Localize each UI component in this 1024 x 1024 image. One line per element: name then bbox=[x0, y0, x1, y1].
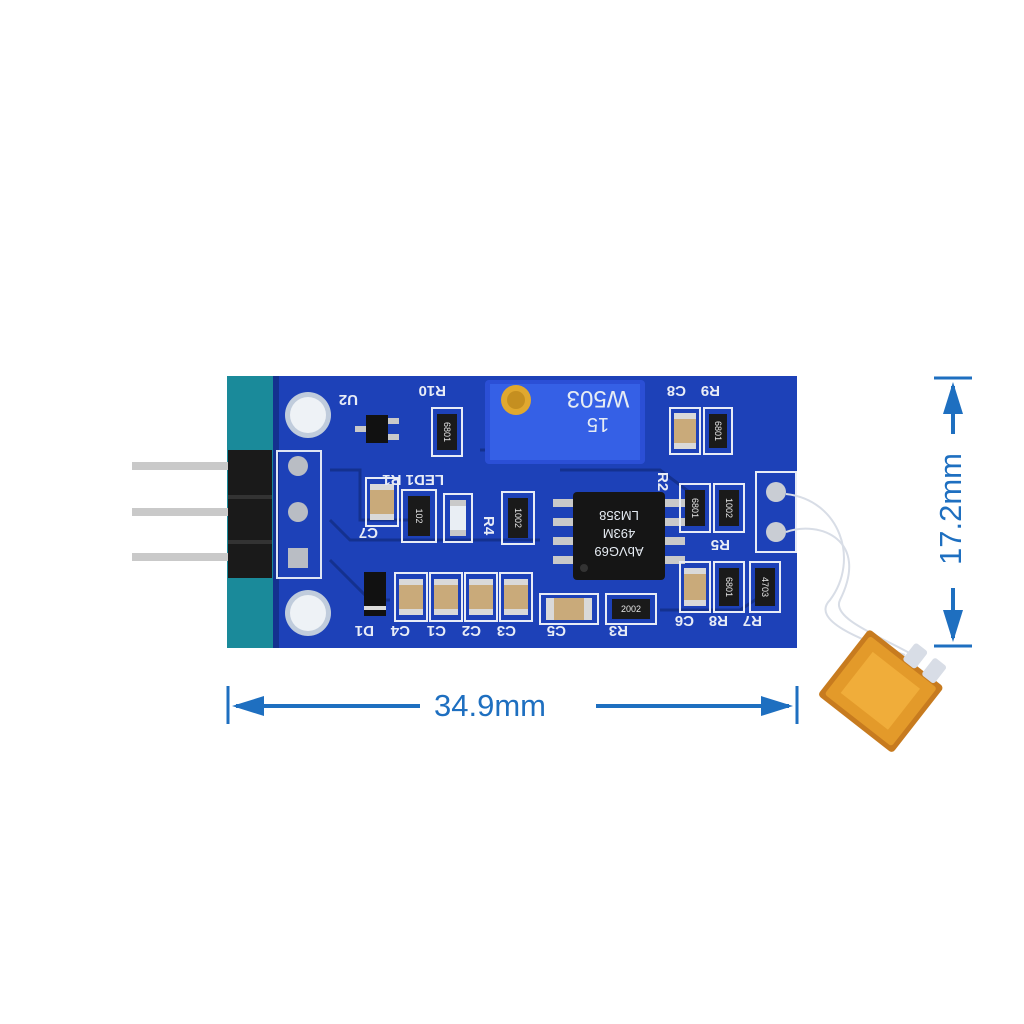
label-c3: C3 bbox=[497, 622, 516, 639]
ic-marking-line2: 493M bbox=[603, 526, 636, 541]
transistor-u2 bbox=[355, 415, 399, 443]
r1-code: 102 bbox=[414, 508, 424, 523]
label-c7: C7 bbox=[359, 524, 378, 541]
height-dimension-label: 17.2mm bbox=[933, 453, 969, 565]
label-r4: R4 bbox=[480, 516, 497, 536]
r5-code: 1002 bbox=[724, 498, 734, 518]
resistor-r9 bbox=[703, 407, 733, 455]
label-c2: C2 bbox=[462, 622, 481, 639]
trimpot-sub-marking: 15 bbox=[587, 413, 609, 435]
capacitor-c3 bbox=[499, 572, 533, 622]
label-r7: R7 bbox=[743, 612, 762, 629]
r10-code: 6801 bbox=[442, 422, 452, 442]
resistor-r10 bbox=[431, 407, 463, 457]
pin-header bbox=[132, 450, 322, 579]
width-dimension-label: 34.9mm bbox=[420, 688, 560, 724]
resistor-r7 bbox=[749, 561, 781, 613]
resistor-r3 bbox=[605, 593, 657, 625]
label-c4: C4 bbox=[390, 622, 410, 639]
height-dimension bbox=[934, 376, 972, 648]
trimpot[interactable] bbox=[485, 380, 645, 464]
ic-marking-line3: AbVG69 bbox=[594, 544, 643, 559]
mounting-hole-bottom bbox=[285, 590, 331, 636]
capacitor-c1 bbox=[429, 572, 463, 622]
label-led1-r1: LED1 R1 bbox=[382, 471, 444, 488]
label-c1: C1 bbox=[427, 622, 446, 639]
resistor-r1 bbox=[401, 489, 437, 543]
capacitor-c4 bbox=[394, 572, 428, 622]
diode-d1 bbox=[364, 572, 386, 616]
capacitor-c7 bbox=[365, 477, 399, 527]
label-u2: U2 bbox=[339, 391, 358, 408]
ic-marking-line1: LM358 bbox=[599, 508, 639, 523]
r2-code: 6801 bbox=[690, 498, 700, 518]
label-d1: D1 bbox=[355, 622, 374, 639]
label-c6: C6 bbox=[675, 612, 694, 629]
label-c5: C5 bbox=[547, 622, 566, 639]
width-dimension bbox=[226, 686, 799, 724]
strain-gauge-sensor bbox=[819, 630, 947, 752]
r9-code: 6801 bbox=[713, 421, 723, 441]
capacitor-c6 bbox=[679, 561, 711, 613]
label-c8: C8 bbox=[667, 382, 686, 399]
resistor-r8 bbox=[713, 561, 745, 613]
sensor-terminal bbox=[755, 471, 797, 553]
r3-code: 2002 bbox=[621, 604, 641, 614]
label-r10: R10 bbox=[418, 382, 446, 399]
capacitor-c5 bbox=[539, 593, 599, 625]
resistor-r2 bbox=[679, 483, 711, 533]
r8-code: 6801 bbox=[724, 577, 734, 597]
label-r3: R3 bbox=[609, 622, 628, 639]
led1 bbox=[443, 493, 473, 543]
label-r5: R5 bbox=[711, 536, 730, 553]
r7-code: 4703 bbox=[760, 577, 770, 597]
trimpot-marking: W503 bbox=[567, 385, 630, 412]
ic-lm358 bbox=[553, 492, 685, 580]
mounting-hole-top bbox=[285, 392, 331, 438]
label-r9: R9 bbox=[701, 382, 720, 399]
label-r8: R8 bbox=[709, 612, 728, 629]
sensor-lead-wires bbox=[785, 493, 919, 659]
r4-code: 1002 bbox=[513, 508, 523, 528]
resistor-r4 bbox=[501, 491, 535, 545]
capacitor-c2 bbox=[464, 572, 498, 622]
label-r2: R2 bbox=[654, 472, 671, 491]
capacitor-c8 bbox=[669, 407, 701, 455]
resistor-r5 bbox=[713, 483, 745, 533]
